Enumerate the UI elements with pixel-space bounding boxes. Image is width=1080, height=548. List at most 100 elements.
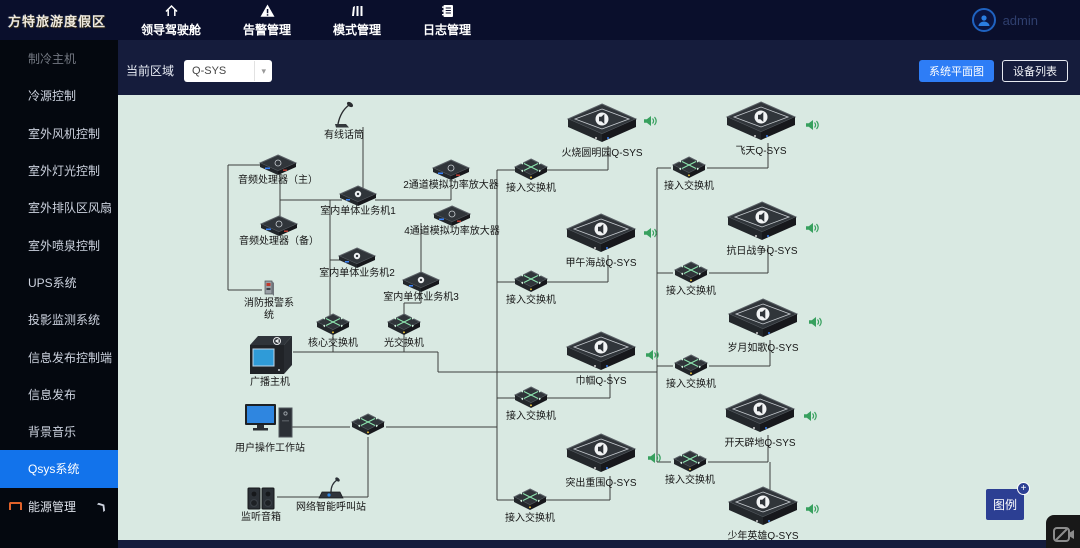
nav-item-2[interactable]: 告警管理 xyxy=(243,3,291,38)
device-qsys[interactable]: 巾帼Q-SYS xyxy=(565,330,637,387)
device-label: 监听音箱 xyxy=(241,512,281,523)
sidebar-item-label: 室外灯光控制 xyxy=(28,164,101,179)
device-label: 接入交换机 xyxy=(664,181,714,192)
top-header: 方特旅游度假区 领导驾驶舱 告警管理模式管理 日志管理 admin xyxy=(0,0,1080,40)
sidebar-item-13[interactable]: 能源管理❯ xyxy=(0,488,118,525)
device-label: 甲午海战Q-SYS xyxy=(565,258,637,269)
legend-button[interactable]: 图例 + xyxy=(986,482,1030,520)
sidebar-item-7[interactable]: UPS系统 xyxy=(0,264,118,301)
sidebar-item-9[interactable]: 信息发布控制端 xyxy=(0,338,118,375)
sidebar-item-6[interactable]: 室外喷泉控制 xyxy=(0,226,118,263)
sidebar-item-label: 室外排队区风扇 xyxy=(28,201,113,216)
device-label: 接入交换机 xyxy=(666,379,716,390)
device-switch[interactable]: 接入交换机 xyxy=(666,260,716,297)
device-qsys[interactable]: 岁月如歌Q-SYS xyxy=(727,297,799,354)
device-qsys[interactable]: 火烧圆明园Q-SYS xyxy=(561,102,643,159)
device-switch[interactable]: 接入交换机 xyxy=(666,353,716,390)
nav-item-1[interactable]: 领导驾驶舱 xyxy=(141,3,201,38)
device-label: 广播主机 xyxy=(250,377,290,388)
device-switch[interactable]: 接入交换机 xyxy=(665,449,715,486)
device-label: 突出重围Q-SYS xyxy=(565,478,637,489)
device-qsys[interactable]: 开天辟地Q-SYS xyxy=(724,392,796,449)
toolbar-buttons: 系统平面图 设备列表 xyxy=(919,59,1068,82)
device-server[interactable]: 室内单体业务机2 xyxy=(319,246,395,279)
chevron-down-icon: ▾ xyxy=(254,60,272,81)
sidebar-item-4[interactable]: 室外灯光控制 xyxy=(0,152,118,189)
device-label: 2通道模拟功率放大器 xyxy=(403,180,499,191)
device-qsys[interactable]: 甲午海战Q-SYS xyxy=(565,212,637,269)
video-widget-button[interactable] xyxy=(1046,515,1080,548)
device-server[interactable]: 室内单体业务机1 xyxy=(320,184,396,217)
device-switch[interactable]: 接入交换机 xyxy=(505,487,555,524)
device-speakers[interactable]: 监听音箱 xyxy=(241,484,281,523)
device-switch[interactable]: 接入交换机 xyxy=(664,155,714,192)
device-label: 巾帼Q-SYS xyxy=(575,376,627,387)
device-procbox[interactable]: 音频处理器（主） xyxy=(238,153,318,186)
sidebar-item-10[interactable]: 信息发布 xyxy=(0,376,118,413)
device-label: 音频处理器（备） xyxy=(239,236,319,247)
video-camera-icon xyxy=(1053,527,1074,542)
sidebar-item-12[interactable]: Qsys系统 xyxy=(0,450,118,488)
device-label: 接入交换机 xyxy=(665,475,715,486)
device-qsys[interactable]: 突出重围Q-SYS xyxy=(565,432,637,489)
device-switch[interactable]: 光交换机 xyxy=(384,312,424,349)
device-qsys[interactable]: 少年英雄Q-SYS xyxy=(727,485,799,540)
device-procbox[interactable]: 4通道模拟功率放大器 xyxy=(404,204,500,237)
device-mic[interactable]: 有线话筒 xyxy=(324,100,364,141)
user-area[interactable]: admin xyxy=(971,8,1080,32)
device-host[interactable]: 广播主机 xyxy=(246,333,294,388)
sidebar-item-5[interactable]: 室外排队区风扇 xyxy=(0,189,118,226)
device-switch[interactable]: 接入交换机 xyxy=(506,269,556,306)
device-switch[interactable] xyxy=(350,412,386,438)
device-list-button[interactable]: 设备列表 xyxy=(1002,59,1068,82)
device-fire[interactable]: 消防报警系统 xyxy=(244,278,294,321)
device-label: 接入交换机 xyxy=(506,411,556,422)
device-label: 抗日战争Q-SYS xyxy=(726,246,798,257)
sidebar-item-label: 冷源控制 xyxy=(28,89,77,104)
device-qsys[interactable]: 抗日战争Q-SYS xyxy=(726,200,798,257)
device-qsys[interactable]: 飞天Q-SYS xyxy=(725,100,797,157)
log-icon xyxy=(439,3,456,19)
nav-item-4[interactable]: 日志管理 xyxy=(423,3,471,38)
device-callstation[interactable]: 网络智能呼叫站 xyxy=(296,476,366,513)
sidebar-item-11[interactable]: 背景音乐 xyxy=(0,413,118,450)
system-plan-button[interactable]: 系统平面图 xyxy=(919,59,994,82)
device-label: 接入交换机 xyxy=(506,183,556,194)
device-label: 音频处理器（主） xyxy=(238,175,318,186)
top-nav: 领导驾驶舱 告警管理模式管理 日志管理 xyxy=(120,0,492,40)
device-procbox[interactable]: 2通道模拟功率放大器 xyxy=(403,158,499,191)
sidebar-item-label: 背景音乐 xyxy=(28,425,77,440)
region-select[interactable]: Q-SYS ▾ xyxy=(184,59,273,82)
status-online-icon xyxy=(804,501,820,517)
mode-icon xyxy=(349,3,366,19)
device-procbox[interactable]: 音频处理器（备） xyxy=(239,214,319,247)
sidebar-item-8[interactable]: 投影监测系统 xyxy=(0,301,118,338)
device-server[interactable]: 室内单体业务机3 xyxy=(383,270,459,303)
sidebar-item-label: 室外风机控制 xyxy=(28,126,101,141)
sidebar-item-label: UPS系统 xyxy=(28,275,77,290)
sidebar-item-3[interactable]: 室外风机控制 xyxy=(0,115,118,152)
status-online-icon xyxy=(802,408,818,424)
topology-edges xyxy=(227,127,771,501)
nav-item-3[interactable]: 模式管理 xyxy=(333,3,381,38)
device-workstation[interactable]: 用户操作工作站 xyxy=(235,399,305,454)
device-label: 少年英雄Q-SYS xyxy=(727,531,799,540)
device-label: 室内单体业务机3 xyxy=(383,292,459,303)
region-label: 当前区域 xyxy=(126,64,175,78)
device-label: 4通道模拟功率放大器 xyxy=(404,226,500,237)
legend-add-badge[interactable]: + xyxy=(1017,482,1030,495)
device-switch[interactable]: 接入交换机 xyxy=(506,385,556,422)
device-switch[interactable]: 接入交换机 xyxy=(506,157,556,194)
sidebar-item-2[interactable]: 冷源控制 xyxy=(0,77,118,114)
sidebar-item-1[interactable]: 制冷主机 xyxy=(0,40,118,77)
device-label: 消防报警系统 xyxy=(244,298,294,321)
topology-canvas[interactable]: 有线话筒 音频处理器（主） 2通道模拟功率放大器 室内单体业务机1 音频处理器（… xyxy=(118,95,1080,540)
device-switch[interactable]: 核心交换机 xyxy=(308,312,358,349)
status-online-icon xyxy=(642,113,658,129)
sidebar-item-label: 投影监测系统 xyxy=(28,313,101,328)
nav-item-label: 模式管理 xyxy=(333,22,382,37)
status-online-icon xyxy=(807,314,823,330)
device-label: 室内单体业务机2 xyxy=(319,268,395,279)
brand-logo: 方特旅游度假区 xyxy=(8,13,107,29)
status-online-icon xyxy=(642,225,658,241)
